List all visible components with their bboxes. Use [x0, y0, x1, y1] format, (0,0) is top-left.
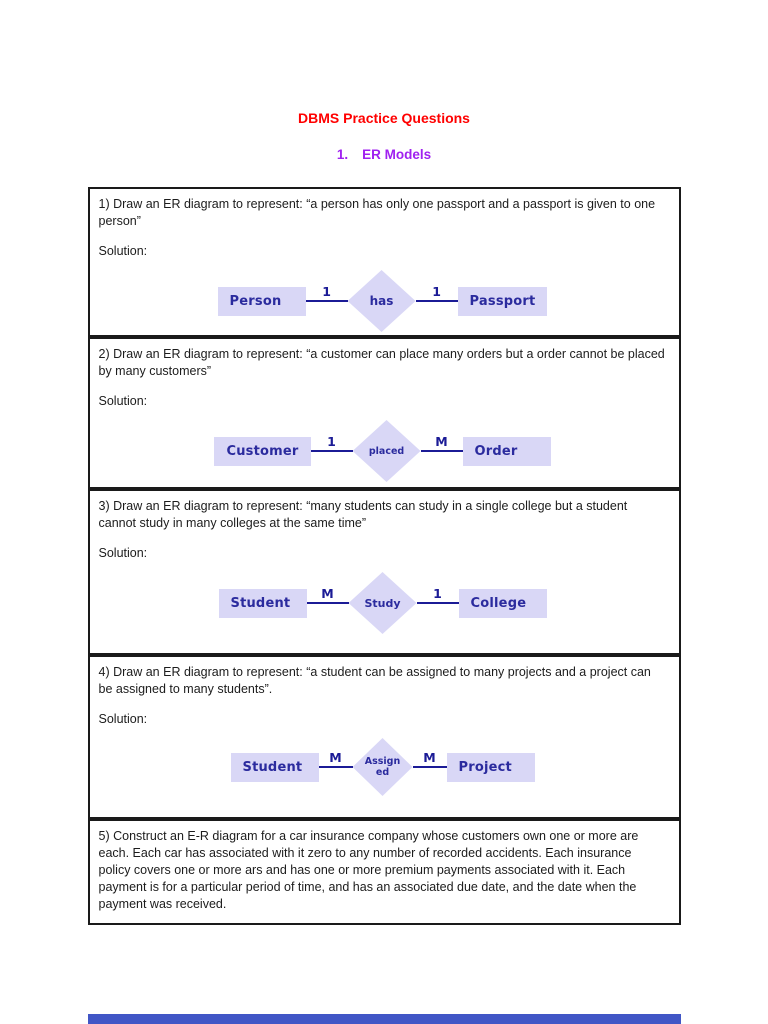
- relationship-diamond: has: [347, 270, 416, 332]
- cardinality-label: M: [329, 750, 342, 765]
- question-text: 1) Draw an ER diagram to represent: “a p…: [98, 197, 656, 228]
- cardinality-label: M: [423, 750, 436, 765]
- entity-box: Person: [217, 286, 306, 316]
- connector-line: M: [318, 750, 353, 768]
- next-page-sliver: [88, 1014, 681, 1024]
- entity-box: Student: [230, 752, 319, 782]
- connector-line: 1: [305, 284, 348, 302]
- section-heading: 1. ER Models: [0, 147, 768, 163]
- question-text: 2) Draw an ER diagram to represent: “a c…: [98, 347, 665, 378]
- connector-line: M: [306, 586, 349, 604]
- cardinality-label: 1: [432, 284, 441, 299]
- er-diagram-1: Person 1 has 1 Passport: [99, 270, 667, 332]
- relationship-diamond: Study: [348, 572, 417, 634]
- entity-box: Project: [446, 752, 535, 782]
- cardinality-label: 1: [322, 284, 331, 299]
- solution-label: Solution:: [98, 546, 148, 560]
- solution-label: Solution:: [98, 394, 148, 408]
- relationship-label: has: [369, 293, 394, 308]
- entity-box: Order: [462, 436, 551, 466]
- er-diagram-3: Student M Study 1 College: [99, 572, 667, 634]
- question-text: 3) Draw an ER diagram to represent: “man…: [98, 499, 628, 530]
- er-diagram-2: Customer 1 placed M Order: [99, 420, 667, 482]
- entity-box: Student: [218, 588, 307, 618]
- cardinality-label: M: [435, 434, 448, 449]
- entity-box: Passport: [457, 286, 548, 316]
- relationship-label: Assign ed: [364, 756, 401, 778]
- questions-table: 1) Draw an ER diagram to represent: “a p…: [87, 187, 681, 925]
- relationship-label: placed: [368, 445, 405, 457]
- connector-line: M: [420, 434, 463, 452]
- question-box-2: 2) Draw an ER diagram to represent: “a c…: [87, 337, 681, 489]
- entity-box: Customer: [214, 436, 311, 466]
- relationship-label: Study: [364, 596, 401, 610]
- question-text: 5) Construct an E-R diagram for a car in…: [98, 829, 639, 911]
- question-box-5: 5) Construct an E-R diagram for a car in…: [87, 819, 681, 925]
- connector-line: M: [412, 750, 447, 768]
- relationship-diamond: placed: [352, 420, 421, 482]
- question-box-3: 3) Draw an ER diagram to represent: “man…: [87, 489, 681, 655]
- connector-line: 1: [310, 434, 353, 452]
- cardinality-label: 1: [327, 434, 336, 449]
- section-number: 1.: [336, 147, 349, 162]
- cardinality-label: M: [321, 586, 334, 601]
- solution-label: Solution:: [98, 712, 148, 726]
- cardinality-label: 1: [433, 586, 442, 601]
- entity-box: College: [458, 588, 547, 618]
- doc-title: DBMS Practice Questions: [298, 110, 470, 126]
- connector-line: 1: [415, 284, 458, 302]
- er-diagram-4: Student M Assign ed M Project: [99, 738, 667, 796]
- connector-line: 1: [416, 586, 459, 604]
- relationship-diamond: Assign ed: [352, 738, 413, 796]
- question-box-1: 1) Draw an ER diagram to represent: “a p…: [87, 187, 681, 337]
- section-title: ER Models: [362, 147, 432, 162]
- question-text: 4) Draw an ER diagram to represent: “a s…: [98, 665, 651, 696]
- solution-label: Solution:: [98, 244, 148, 258]
- question-box-4: 4) Draw an ER diagram to represent: “a s…: [87, 655, 681, 819]
